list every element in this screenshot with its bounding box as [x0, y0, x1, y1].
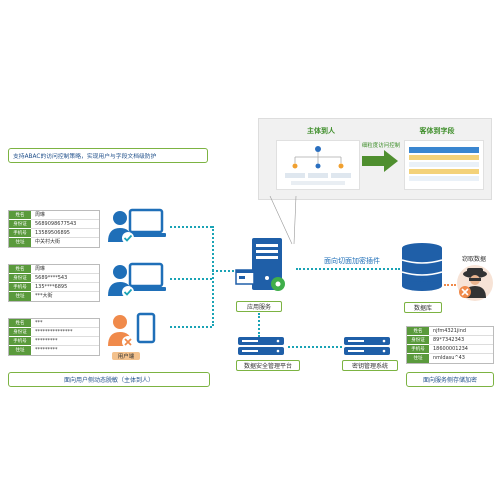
field-table-image — [404, 140, 484, 190]
field-value: 5689****543 — [31, 274, 99, 283]
field-value: njfm4321jind — [429, 327, 493, 336]
field-key: 身份证 — [9, 274, 31, 283]
user-phone-denied-icon — [108, 312, 156, 348]
link-vertical — [212, 226, 214, 326]
field-value: ********* — [31, 337, 99, 346]
field-key: 姓名 — [9, 211, 31, 220]
left-caption: 支持ABAC的访问控制策略，实现用户与字段文档级防护 — [8, 148, 208, 163]
field-key: 手机号 — [407, 345, 429, 354]
field-value: 135****6895 — [31, 283, 99, 292]
database-icon — [400, 242, 444, 292]
plugin-label: 面向切面加密插件 — [324, 257, 380, 265]
server-icon — [235, 238, 285, 291]
field-value: ********* — [35, 347, 58, 353]
hacker-denied-icon — [457, 265, 493, 301]
org-chart-icon — [285, 146, 351, 185]
hacker-icon — [456, 264, 494, 302]
org-chart-image — [276, 140, 360, 190]
user-3-icon — [106, 310, 166, 352]
left-bottom-caption: 面向用户侧动态脱敏（主体到人） — [8, 372, 210, 387]
field-value: *** — [31, 319, 99, 328]
field-value: 周琳 — [31, 265, 99, 274]
user-laptop-icon — [108, 208, 166, 244]
database-label: 数据库 — [404, 302, 442, 313]
field-key: 姓名 — [9, 265, 31, 274]
user-2-icon — [106, 260, 166, 302]
field-value: nmldasu^43 — [433, 355, 465, 361]
right-bottom-caption: 面向服务侧存储加密 — [406, 372, 494, 387]
link-hacker-db — [444, 284, 456, 286]
field-key: 身份证 — [407, 336, 429, 345]
field-value: 13589506895 — [31, 229, 99, 238]
field-value: ***大街 — [35, 293, 53, 299]
user-end-label: 用户端 — [112, 352, 140, 360]
field-value: 周琳 — [31, 211, 99, 220]
field-key: 住址 — [9, 292, 31, 301]
security-platform-icon — [236, 335, 286, 357]
field-value: 18600001234 — [429, 345, 493, 354]
object-title: 客体到字段 — [419, 127, 455, 135]
link-app-db — [296, 268, 400, 270]
field-value: 中关村大街 — [35, 239, 61, 245]
subject-title: 主体到人 — [307, 127, 335, 135]
security-platform-label: 数据安全管理平台 — [236, 360, 300, 371]
user-card-3: 姓名*** 身份证*************** 手机号********* 住址… — [8, 318, 100, 356]
field-key: 姓名 — [9, 319, 31, 328]
app-server-icon — [234, 236, 294, 298]
steal-label: 窃取数据 — [461, 256, 486, 263]
link-platform-kms — [288, 346, 342, 348]
db-cylinder-icon — [401, 243, 443, 291]
key-mgmt-label: 密钥管理系统 — [342, 360, 398, 371]
field-key: 手机号 — [9, 283, 31, 292]
fine-grained-arrow — [362, 150, 398, 172]
user-1-icon — [106, 206, 166, 248]
field-key: 住址 — [9, 238, 31, 247]
link-to-app — [212, 270, 234, 272]
field-key: 身份证 — [9, 328, 31, 337]
field-key: 手机号 — [9, 229, 31, 238]
link-app-platform — [258, 313, 260, 337]
field-value: 89*7342343 — [429, 336, 493, 345]
link-user3 — [170, 326, 212, 328]
key-management-icon — [342, 335, 392, 357]
field-key: 手机号 — [9, 337, 31, 346]
link-user1 — [170, 226, 212, 228]
field-key: 住址 — [407, 354, 429, 363]
field-key: 住址 — [9, 346, 31, 355]
field-key: 姓名 — [407, 327, 429, 336]
panel-connector — [262, 195, 302, 246]
rack-server-icon — [238, 337, 284, 355]
link-user2 — [170, 278, 212, 280]
user-laptop-icon — [108, 262, 166, 298]
table-icon — [409, 147, 479, 181]
field-value: *************** — [31, 328, 99, 337]
arrow-right-icon — [362, 150, 398, 172]
field-key: 身份证 — [9, 220, 31, 229]
app-service-label: 应用服务 — [236, 301, 282, 312]
arrow-label: 细粒度访问控制 — [361, 143, 401, 149]
rack-server-icon — [344, 337, 390, 355]
field-value: 5689098677543 — [31, 220, 99, 229]
